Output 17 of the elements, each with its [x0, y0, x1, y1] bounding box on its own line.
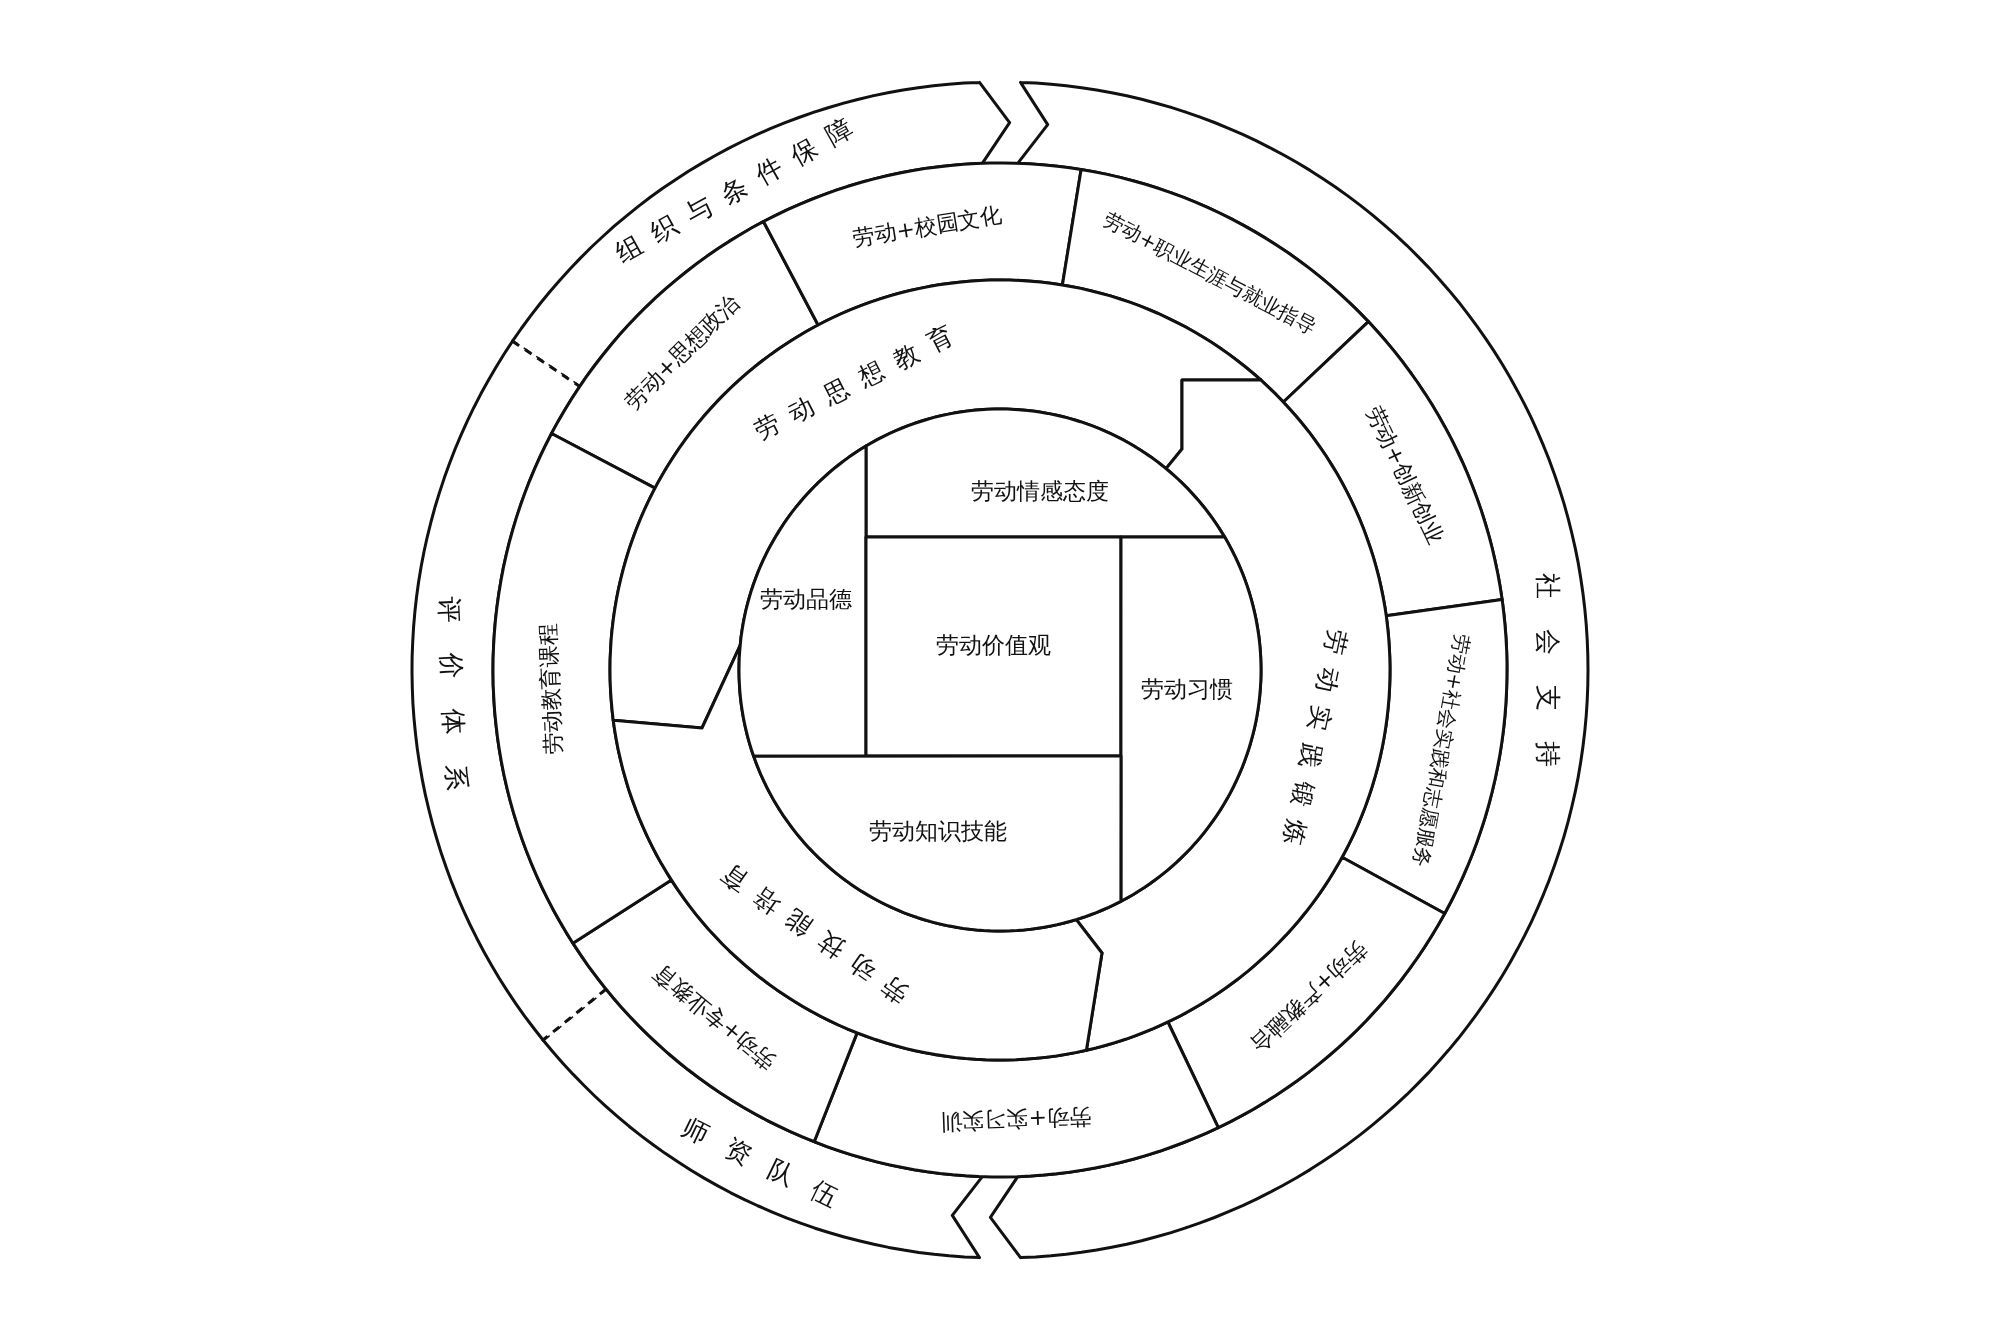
segment-label: 劳动价值观: [935, 633, 1051, 659]
segment-label: 劳动+实习实训: [940, 1104, 1092, 1134]
segment-label: 劳动+校园文化: [851, 202, 1004, 251]
segment-label: 师资队伍: [657, 1102, 863, 1223]
segment-label: 劳动+职业生涯与就业指导: [1100, 208, 1320, 339]
segment-label: 劳动+创新创业: [1361, 402, 1449, 549]
segment-label: 劳动教育课程: [536, 622, 567, 756]
segment-label: 劳动情感态度: [971, 479, 1109, 505]
segment-label: 劳动习惯: [1141, 677, 1233, 703]
segment-label: 劳动+专业教育: [648, 959, 781, 1074]
segment-label: 劳动知识技能: [869, 819, 1007, 845]
segment-label: 劳动+产教融合: [1245, 935, 1372, 1057]
segment-label: 劳动品德: [760, 587, 852, 613]
segment-label: 评价体系: [432, 566, 473, 822]
segment-label: 劳动+社会实践和志愿服务: [1409, 632, 1474, 870]
segment-label: 社会支持: [1533, 543, 1563, 797]
segment-label: 劳动实践锻炼: [1275, 612, 1355, 862]
